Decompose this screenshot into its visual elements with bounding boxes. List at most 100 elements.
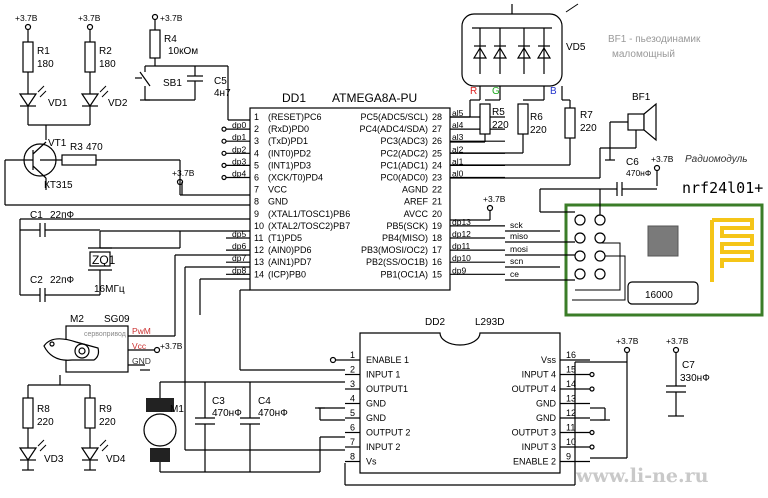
net-label: dp2 — [232, 144, 246, 154]
mcu-dd1: DD1 ATMEGA8A-PU 1(RESET)PC62(RxD)PD03(Tx… — [172, 91, 506, 291]
mcu-pin-num: 13 — [254, 257, 264, 267]
crystal-circuit: C1 22пФ C2 22пФ ZQ1 16МГц — [19, 210, 250, 302]
net-label: dp4 — [232, 169, 246, 179]
r1-value: 180 — [37, 59, 54, 70]
radio-title: Радиомодуль — [685, 154, 748, 165]
rgb-led-vd5: VD5 R G B R5 220 R6 220 R7 220 — [450, 3, 597, 166]
driver-pin-name: GND — [536, 399, 557, 409]
servo-vcc: Vcc — [132, 341, 147, 351]
mcu-pin-name: (XCK/T0)PD4 — [268, 173, 323, 183]
driver-pin-num: 5 — [350, 408, 355, 418]
mcu-pin-num: 6 — [254, 173, 259, 183]
driver-pin-num: 3 — [350, 379, 355, 389]
resistor-r7 — [564, 107, 576, 139]
resistor-r9 — [84, 397, 96, 429]
radio-signal-label: mosi — [510, 244, 528, 254]
rgb-g: G — [492, 86, 500, 97]
radio-part: nrf24l01+ — [682, 179, 763, 197]
mcu-pin-name: (AIN1)PD7 — [268, 257, 312, 267]
c1-value: 22пФ — [50, 210, 75, 221]
c2-ref: C2 — [30, 275, 43, 286]
radio-header — [574, 214, 606, 280]
net-label: dp1 — [232, 132, 246, 142]
mcu-pin-name: (TxD)PD1 — [268, 136, 308, 146]
mcu-pin-name: GND — [268, 197, 289, 207]
servo-pwm: PwM — [132, 326, 151, 336]
net-label: al0 — [452, 169, 464, 179]
servo-ref: M2 — [70, 314, 84, 325]
mcu-pin-num: 18 — [432, 233, 442, 243]
net-label: dp13 — [452, 217, 471, 227]
driver-pin-num: 15 — [566, 365, 576, 375]
led-group-top: +3.7В +3.7В R1 180 R2 180 VD1 VD2 — [15, 13, 128, 140]
buzzer-bf1: BF1 - пьезодинамик маломощный BF1 — [450, 34, 701, 179]
led-vd3-icon — [18, 439, 47, 462]
mcu-pin-num: 15 — [432, 269, 442, 279]
driver-pin-name: INPUT 1 — [366, 370, 400, 380]
driver-pin-name: INPUT 4 — [522, 370, 556, 380]
motor-shaft — [146, 398, 174, 412]
driver-pin-name: GND — [536, 413, 557, 423]
led-vd2-icon — [80, 85, 109, 108]
vd4-ref: VD4 — [106, 454, 126, 465]
motor-m1: M1 C3 470нФ C4 470нФ — [143, 381, 345, 473]
mcu-pin-num: 27 — [432, 124, 442, 134]
driver-pin-num: 14 — [566, 379, 576, 389]
net-label: dp11 — [452, 241, 471, 251]
buzzer-icon — [627, 113, 645, 131]
net-terminal — [221, 174, 227, 181]
mcu-pin-num: 24 — [432, 160, 442, 170]
resistor-r5 — [479, 103, 491, 135]
driver-terminal — [589, 429, 595, 436]
c3-ref: C3 — [212, 396, 225, 407]
mcu-pin-name: (T1)PD5 — [268, 233, 302, 243]
mcu-pin-num: 17 — [432, 245, 442, 255]
r9-ref: R9 — [99, 404, 112, 415]
mcu-pin-name: PC2(ADC2) — [380, 148, 428, 158]
mcu-pin-name: AGND — [402, 185, 429, 195]
driver-pin-name: GND — [366, 399, 387, 409]
mcu-pin-num: 21 — [432, 197, 442, 207]
mcu-pin-num: 10 — [254, 221, 264, 231]
net-label: dp6 — [232, 241, 246, 251]
mcu-pin-name: PC3(ADC3) — [380, 136, 428, 146]
driver-part: L293D — [475, 317, 504, 328]
net-label: dp8 — [232, 265, 246, 275]
mcu-pin-num: 9 — [254, 209, 259, 219]
r3-ref: R3 — [70, 142, 83, 153]
c5-value: 4н7 — [214, 88, 231, 99]
buzzer-note-2: маломощный — [612, 49, 675, 60]
driver-pin-num: 8 — [350, 452, 355, 462]
vcc-label: +3.7В — [651, 154, 674, 164]
net-label: dp12 — [452, 229, 471, 239]
driver-pin-name: INPUT 3 — [522, 442, 556, 452]
mcu-pin-name: AREF — [404, 197, 429, 207]
r5-value: 220 — [492, 120, 509, 131]
driver-pin-name: Vs — [366, 457, 377, 467]
mcu-pin-name: PB3(MOSI/OC2) — [361, 245, 428, 255]
sb1-ref: SB1 — [163, 78, 182, 89]
servo-note: сервопривод — [84, 331, 126, 338]
driver-pin-num: 1 — [350, 350, 355, 360]
vt1-type: КТ315 — [44, 180, 73, 191]
servo-gnd: GND — [132, 356, 151, 366]
capacitor-c7: +3.7В C7 330нФ — [666, 336, 710, 417]
driver-terminal — [589, 386, 595, 392]
r6-value: 220 — [530, 125, 547, 136]
mcu-pin-num: 7 — [254, 185, 259, 195]
button-sb1-icon — [135, 66, 151, 100]
c2-value: 22пФ — [50, 275, 75, 286]
driver-pin-name: OUTPUT 3 — [512, 428, 556, 438]
mcu-pin-name: (XTAL1/TOSC1)PB6 — [268, 209, 350, 219]
driver-terminal — [589, 444, 595, 450]
radio-chip-mark: 16000 — [645, 290, 673, 301]
vd5-ref: VD5 — [566, 42, 586, 53]
driver-pin-name: ENABLE 2 — [513, 457, 556, 467]
mcu-pin-num: 11 — [254, 233, 263, 243]
mcu-pin-num: 22 — [432, 185, 442, 195]
radio-crystal — [627, 281, 699, 305]
antenna-icon — [710, 218, 754, 282]
vcc-label: +3.7В — [78, 13, 101, 23]
resistor-r4 — [149, 29, 161, 59]
